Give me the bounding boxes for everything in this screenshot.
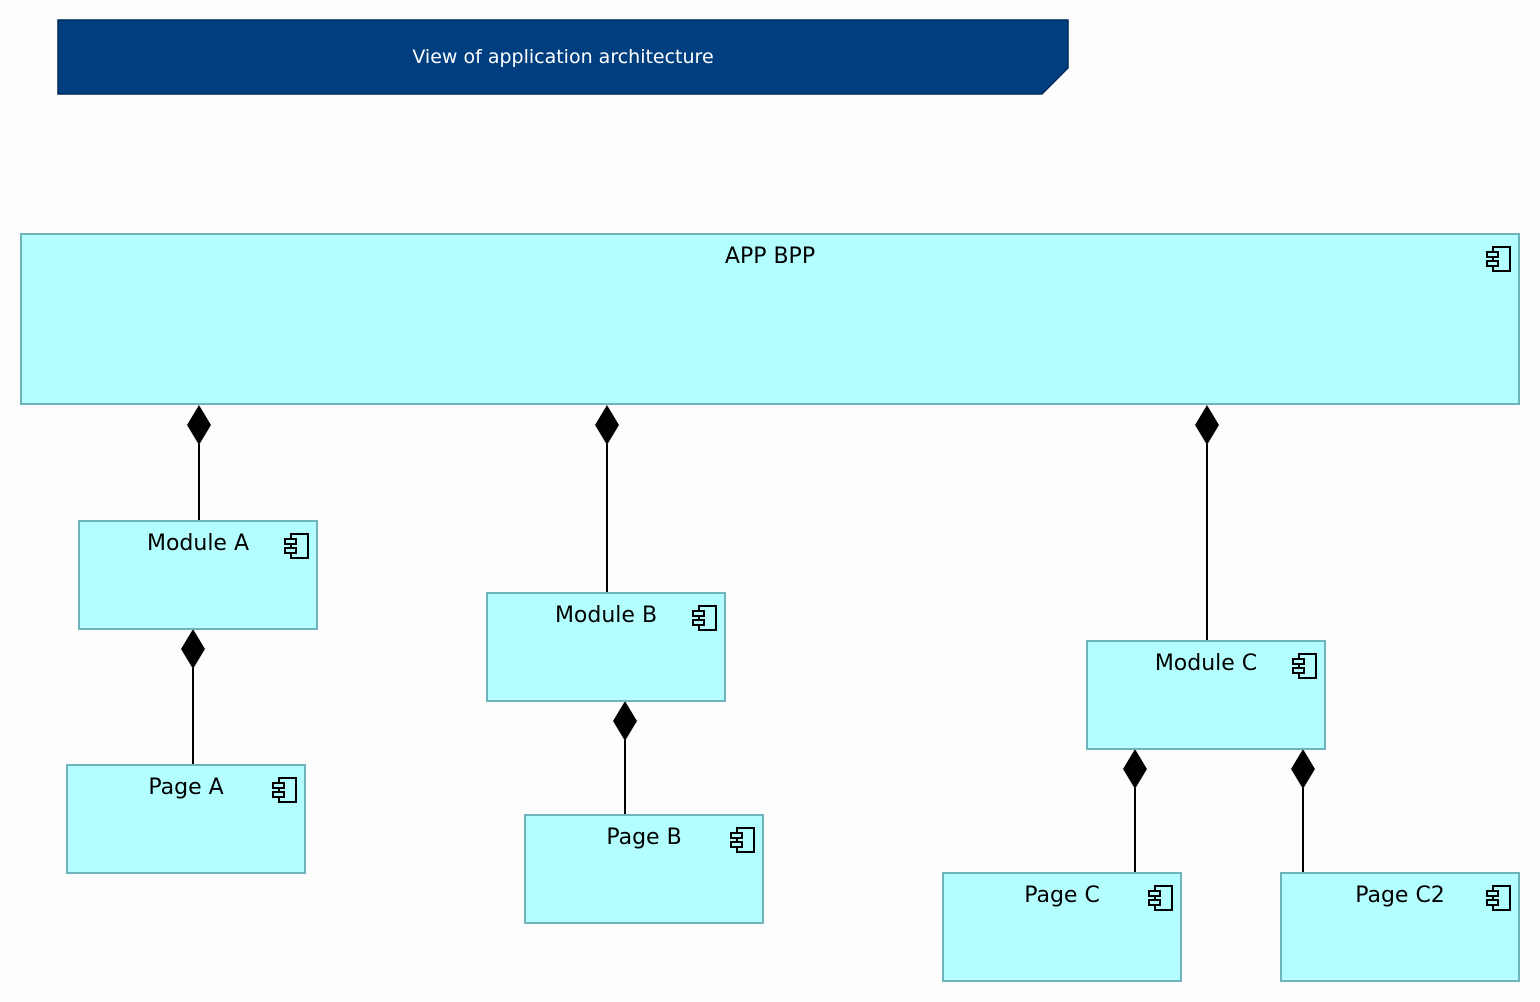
component-label: Module B <box>554 603 658 628</box>
composition-app-module-a[interactable] <box>187 405 211 521</box>
composition-module-b-page-b[interactable] <box>613 701 637 815</box>
component-label: Page C <box>1024 883 1100 908</box>
composition-module-c-page-c2[interactable] <box>1291 749 1315 873</box>
application-component-icon <box>1484 884 1512 912</box>
component-label: APP BPP <box>724 244 816 269</box>
application-component-icon <box>282 532 310 560</box>
component-page-b[interactable]: Page B <box>524 814 764 924</box>
component-app-bpp[interactable]: APP BPP <box>20 233 1520 405</box>
component-module-a[interactable]: Module A <box>78 520 318 630</box>
component-label: Module A <box>146 531 250 556</box>
title-banner <box>57 19 1069 95</box>
component-page-c2[interactable]: Page C2 <box>1280 872 1520 982</box>
composition-diamond-icon <box>1123 749 1147 789</box>
component-module-c[interactable]: Module C <box>1086 640 1326 750</box>
composition-module-c-page-c[interactable] <box>1123 749 1147 873</box>
application-component-icon <box>1484 245 1512 273</box>
composition-diamond-icon <box>1291 749 1315 789</box>
composition-diamond-icon <box>187 405 211 445</box>
application-component-icon <box>1146 884 1174 912</box>
composition-app-module-b[interactable] <box>595 405 619 593</box>
component-page-c[interactable]: Page C <box>942 872 1182 982</box>
component-label: Page A <box>148 775 224 800</box>
application-component-icon <box>1290 652 1318 680</box>
component-label: Module C <box>1154 651 1258 676</box>
composition-diamond-icon <box>613 701 637 741</box>
component-page-a[interactable]: Page A <box>66 764 306 874</box>
application-component-icon <box>270 776 298 804</box>
application-component-icon <box>728 826 756 854</box>
component-module-b[interactable]: Module B <box>486 592 726 702</box>
composition-diamond-icon <box>595 405 619 445</box>
application-component-icon <box>690 604 718 632</box>
composition-module-a-page-a[interactable] <box>181 629 205 765</box>
component-label: Page B <box>606 825 682 850</box>
composition-diamond-icon <box>181 629 205 669</box>
composition-diamond-icon <box>1195 405 1219 445</box>
composition-app-module-c[interactable] <box>1195 405 1219 641</box>
component-label: Page C2 <box>1355 883 1445 908</box>
